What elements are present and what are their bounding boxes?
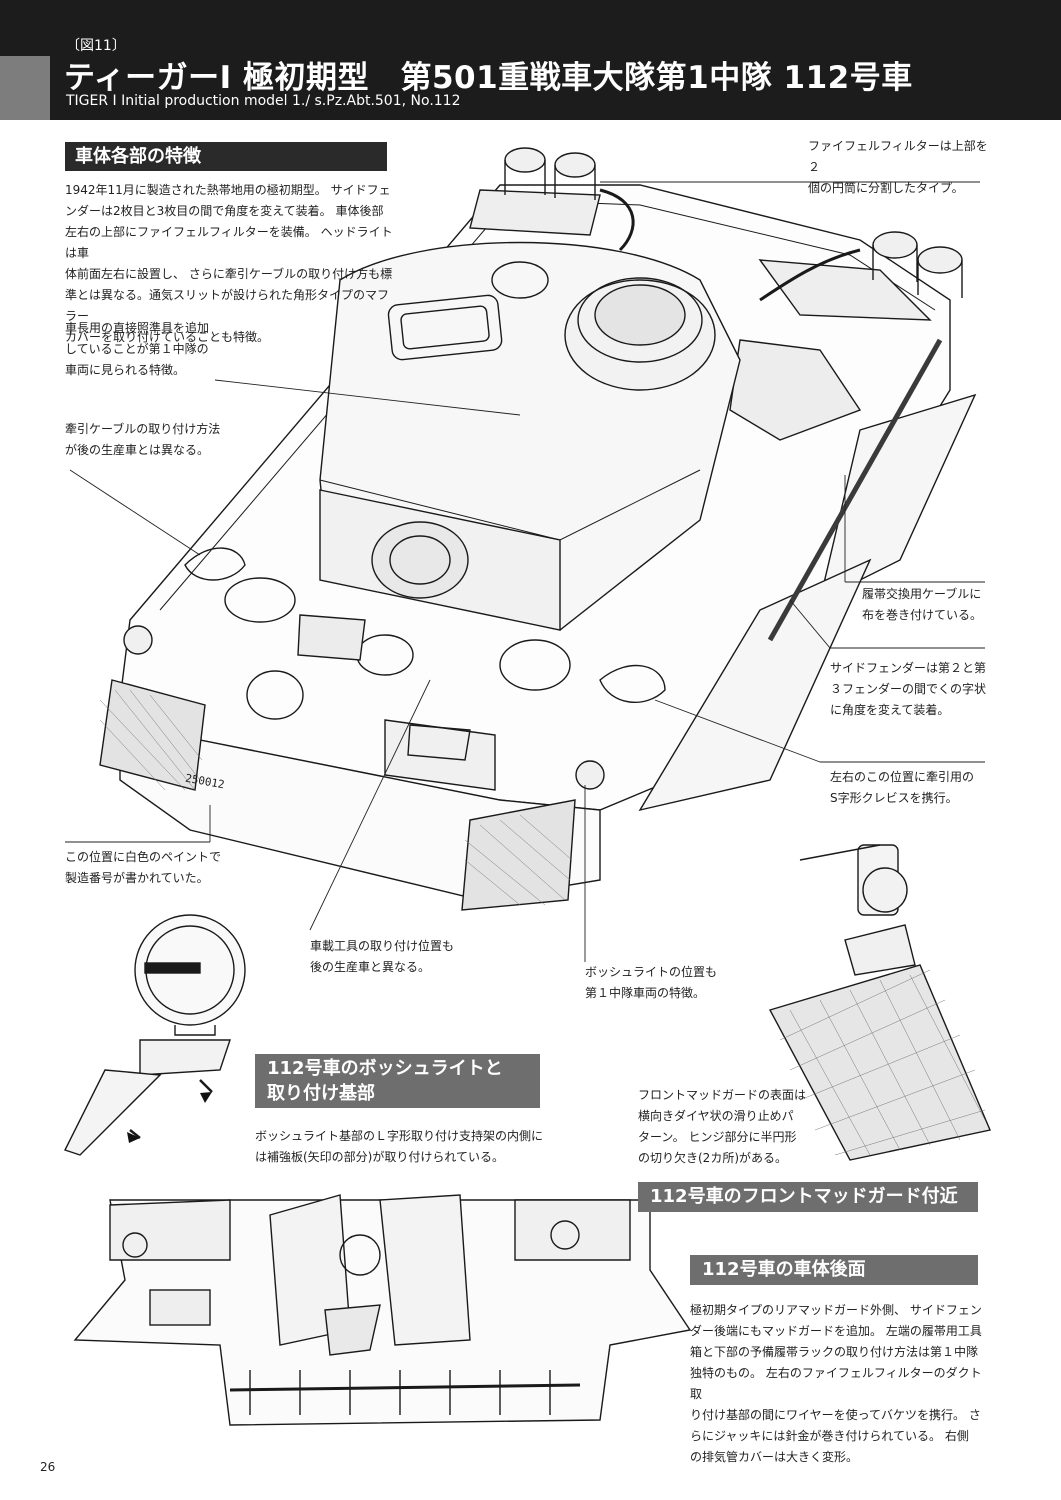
section-heading-mudguard: 112号車のフロントマッドガード付近 bbox=[638, 1182, 978, 1212]
figure-number: 〔図11〕 bbox=[66, 38, 126, 54]
rear-hull-drawing bbox=[73, 1194, 692, 1426]
features-body-text: 1942年11月に製造された熱帯地用の極初期型。 サイドフェ ンダーは2枚目と3… bbox=[65, 183, 393, 344]
callout-feifel-filter: ファイフェルフィルターは上部を２ 個の円筒に分割したタイプ。 bbox=[808, 139, 988, 195]
section-heading-bosch: 112号車のボッシュライトと 取り付け基部 bbox=[255, 1054, 540, 1108]
callout-tools: 車載工具の取り付け位置も 後の生産車と異なる。 bbox=[310, 939, 455, 974]
callout-side-fender: サイドフェンダーは第２と第 ３フェンダーの間でくの字状 に角度を変えて装着。 bbox=[830, 661, 987, 717]
tank-hull-drawing bbox=[99, 147, 977, 911]
bosch-light-drawing bbox=[64, 914, 246, 1156]
callout-serial-number: この位置に白色のペイントで 製造番号が書かれていた。 bbox=[65, 850, 222, 885]
header-accent-tab bbox=[0, 56, 50, 120]
page-subtitle: TIGER I Initial production model 1./ s.P… bbox=[66, 93, 461, 109]
callout-leaders bbox=[65, 181, 985, 962]
callout-bosch-light: ボッシュライトの位置も 第１中隊車両の特徴。 bbox=[585, 965, 718, 1000]
page-number: 26 bbox=[40, 1460, 56, 1474]
bosch-body-text: ボッシュライト基部のＬ字形取り付け支持架の内側に は補強板(矢印の部分)が取り付… bbox=[255, 1129, 544, 1164]
mudguard-note-text: フロントマッドガードの表面は 横向きダイヤ状の滑り止めパ ターン。 ヒンジ部分に… bbox=[638, 1088, 807, 1165]
page-title: ティーガーI 極初期型 第501重戦車大隊第1中隊 112号車 bbox=[64, 60, 913, 96]
page-header: 〔図11〕 ティーガーI 極初期型 第501重戦車大隊第1中隊 112号車 TI… bbox=[0, 0, 1061, 120]
callout-commander-sight: 車長用の直接照準具を追加 していることが第１中隊の 車両に見られる特徴。 bbox=[65, 321, 210, 377]
rear-body-text: 極初期タイプのリアマッドガード外側、 サイドフェン ダー後端にもマッドガードを追… bbox=[690, 1303, 982, 1464]
section-heading-features: 車体各部の特徴 bbox=[65, 142, 387, 171]
front-mudguard-drawing bbox=[768, 844, 991, 1161]
callout-s-clevis: 左右のこの位置に牽引用の S字形クレビスを携行。 bbox=[830, 770, 975, 805]
section-heading-rear: 112号車の車体後面 bbox=[690, 1255, 978, 1285]
callout-tow-cable: 牽引ケーブルの取り付け方法 が後の生産車とは異なる。 bbox=[65, 422, 221, 457]
callout-track-cable: 履帯交換用ケーブルに 布を巻き付けている。 bbox=[862, 587, 983, 622]
